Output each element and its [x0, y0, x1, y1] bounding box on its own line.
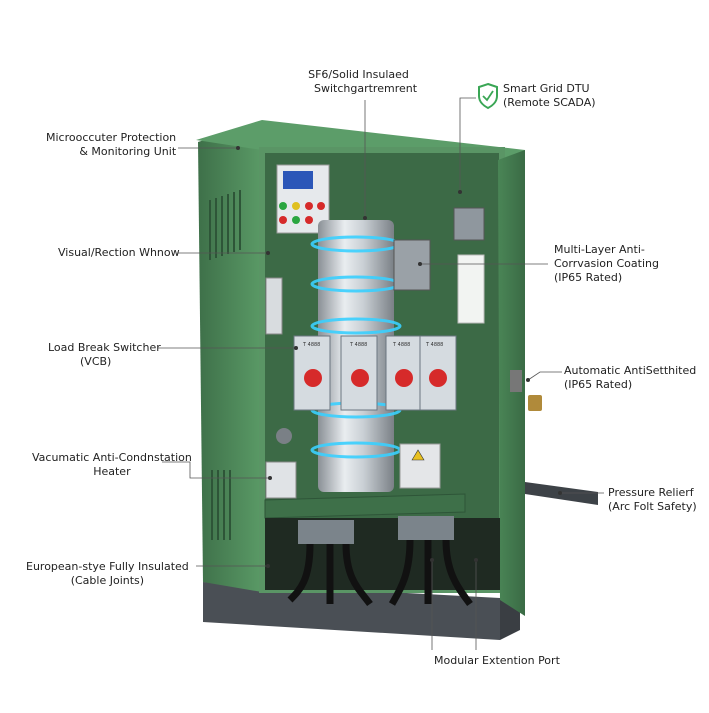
led-red-2 [317, 202, 325, 210]
button-red-2 [305, 216, 313, 224]
label-visual-line1: Visual/Rection Whnow [58, 246, 180, 259]
warning-icon [411, 449, 425, 461]
led-green [279, 202, 287, 210]
leader-dots [236, 146, 562, 568]
label-coating-line2: Corrvasion Coating [554, 257, 659, 270]
label-load-break-line1: Load Break Switcher [48, 341, 161, 354]
label-visual: Visual/Rection Whnow [58, 246, 180, 260]
dtu-box [453, 207, 485, 241]
label-automatic-line1: Automatic AntiSetthited [564, 364, 697, 377]
breaker-modules [293, 335, 457, 411]
breaker-tag: T 4888 [302, 342, 320, 348]
label-pressure: Pressure Relierf (Arc Folt Safety) [608, 486, 697, 514]
led-yellow [292, 202, 300, 210]
padlock-icon [528, 395, 542, 411]
label-smart-grid-line1: Smart Grid DTU [503, 82, 590, 95]
shield-icon [478, 82, 498, 110]
label-port: Modular Extention Port [434, 654, 560, 668]
label-cable-line1: European-stye Fully Insulated [26, 560, 189, 573]
cable-joints [287, 516, 473, 607]
label-micro-line1: Microoccuter Protection [46, 131, 177, 144]
breaker-tag-3: T 4888 [392, 342, 410, 348]
leader-lines [158, 97, 604, 650]
label-micro: Microoccuter Protection & Monitoring Uni… [46, 131, 176, 159]
label-port-line1: Modular Extention Port [434, 654, 560, 667]
label-pressure-line2: (Arc Folt Safety) [608, 500, 697, 513]
left-vents [209, 190, 241, 540]
label-coating-line3: (IP65 Rated) [554, 271, 623, 284]
label-sf6-line1: SF6/Solid Insulaed [308, 68, 409, 81]
label-load-break-line2: (VCB) [80, 355, 112, 368]
breaker-tag-4: T 4888 [425, 342, 443, 348]
label-heater-line1: Vacumatic Anti-Condnstation [32, 451, 192, 464]
door-handle [510, 370, 522, 392]
door-sticker [457, 254, 485, 324]
protection-screen [283, 171, 313, 189]
cabinet-left-side [198, 122, 262, 592]
coating-box [393, 239, 431, 291]
button-green [292, 216, 300, 224]
button-red [279, 216, 287, 224]
left-relay [265, 277, 283, 335]
label-sf6-line2: Switchgartremrent [314, 82, 418, 95]
label-cable: European-stye Fully Insulated (Cable Joi… [26, 560, 189, 588]
heater-element [276, 428, 292, 444]
busbar-tray [264, 493, 466, 519]
led-red [305, 202, 313, 210]
label-coating-line1: Multi-Layer Anti- [554, 243, 645, 256]
label-smart-grid: Smart Grid DTU (Remote SCADA) [503, 82, 596, 110]
label-automatic: Automatic AntiSetthited (IP65 Rated) [564, 364, 696, 392]
shield-check-icon [482, 90, 494, 102]
label-coating: Multi-Layer Anti- Corrvasion Coating (IP… [554, 243, 659, 285]
label-micro-line2: & Monitoring Unit [79, 145, 177, 158]
label-heater: Vacumatic Anti-Condnstation Heater [32, 451, 192, 479]
label-smart-grid-line2: (Remote SCADA) [503, 96, 596, 109]
breaker-tag-2: T 4888 [349, 342, 367, 348]
label-load-break: Load Break Switcher (VCB) [48, 341, 161, 369]
label-heater-line2: Heater [93, 465, 131, 478]
label-sf6: SF6/Solid Insulaed Switchgartremrent [300, 68, 417, 96]
label-cable-line2: (Cable Joints) [70, 574, 145, 587]
label-automatic-line2: (IP65 Rated) [564, 378, 633, 391]
terminal-block [265, 461, 297, 499]
label-pressure-line1: Pressure Relierf [608, 486, 694, 499]
warning-box [399, 443, 441, 489]
